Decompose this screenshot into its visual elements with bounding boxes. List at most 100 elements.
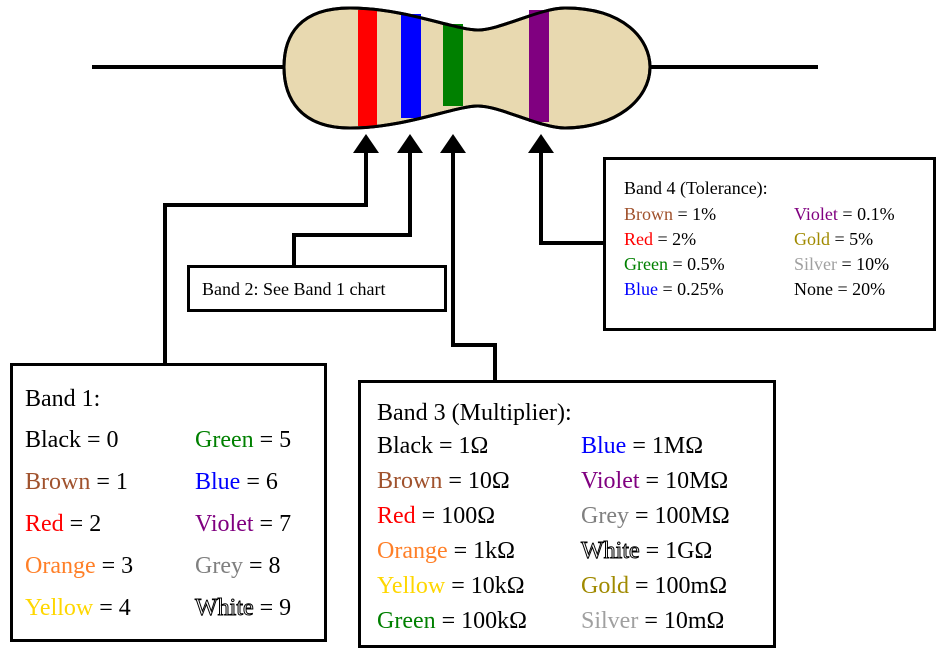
- band4-entry-gold: Gold = 5%: [794, 229, 873, 250]
- band4-title: Band 4 (Tolerance):: [624, 178, 768, 198]
- connector-band4: [539, 150, 603, 245]
- color-name: Yellow: [377, 573, 446, 599]
- color-value: = 20%: [833, 279, 886, 299]
- color-value: = 1: [90, 469, 128, 495]
- band3-entry-violet: Violet = 10MΩ: [581, 468, 728, 495]
- color-value: = 1%: [673, 204, 717, 224]
- band1-entry-yellow: Yellow = 4: [25, 595, 131, 622]
- color-value: = 10Ω: [442, 468, 510, 494]
- color-name: Gold: [794, 229, 830, 249]
- color-name: Violet: [581, 468, 640, 494]
- color-name: White: [581, 538, 641, 565]
- band3-entry-silver: Silver = 10mΩ: [581, 608, 724, 635]
- band4-chart: Band 4 (Tolerance): Brown = 1%Red = 2%Gr…: [603, 157, 936, 331]
- band3-chart: Band 3 (Multiplier): Black = 1Ω Brown = 1…: [358, 380, 776, 648]
- color-name: Blue: [195, 469, 241, 495]
- arrow-band4: [528, 134, 554, 153]
- color-name: Blue: [624, 279, 658, 299]
- band3-title: Band 3 (Multiplier):: [377, 400, 572, 426]
- color-value: = 5: [253, 427, 292, 453]
- color-value: = 10MΩ: [639, 468, 729, 494]
- color-value: = 8: [242, 553, 281, 579]
- color-value: = 10%: [837, 254, 890, 274]
- band1-stripe: [358, 10, 377, 126]
- color-name: None: [794, 279, 833, 299]
- color-value: = 1MΩ: [626, 433, 704, 459]
- color-value: = 4: [93, 595, 131, 621]
- color-value: = 0.1%: [837, 204, 895, 224]
- color-name: Red: [25, 511, 64, 537]
- band3-entry-white: White = 1GΩ: [581, 538, 713, 565]
- band3-entry-yellow: Yellow = 10kΩ: [377, 573, 525, 600]
- arrow-band1: [353, 134, 379, 153]
- band2-stripe: [401, 14, 421, 118]
- color-value: = 1Ω: [432, 433, 489, 459]
- color-name: Green: [195, 427, 254, 453]
- band2-title: Band 2: See Band 1 chart: [202, 279, 386, 299]
- color-name: Yellow: [25, 595, 94, 621]
- color-name: Brown: [377, 468, 443, 494]
- color-name: Brown: [624, 204, 673, 224]
- color-name: Red: [624, 229, 653, 249]
- color-value: = 3: [95, 553, 134, 579]
- arrow-band2: [397, 134, 423, 153]
- color-name: Silver: [794, 254, 837, 274]
- color-value: = 7: [253, 511, 292, 537]
- band3-stripe: [443, 24, 463, 106]
- color-name: Red: [377, 503, 416, 529]
- color-value: = 1GΩ: [639, 538, 713, 564]
- band4-entry-brown: Brown = 1%: [624, 204, 716, 225]
- color-name: Black: [25, 427, 81, 453]
- band3-entry-green: Green = 100kΩ: [377, 608, 527, 635]
- color-name: Orange: [25, 553, 96, 579]
- band1-entry-violet: Violet = 7: [195, 511, 291, 538]
- band4-entry-silver: Silver = 10%: [794, 254, 889, 275]
- color-name: Orange: [377, 538, 448, 564]
- band3-entry-orange: Orange = 1kΩ: [377, 538, 515, 565]
- color-value: = 100Ω: [415, 503, 496, 529]
- band1-entry-white: White = 9: [195, 595, 292, 622]
- resistor-body: [282, 6, 652, 130]
- color-value: = 2%: [653, 229, 697, 249]
- arrow-band3: [440, 134, 466, 153]
- color-value: = 10mΩ: [638, 608, 725, 634]
- band1-entry-red: Red = 2: [25, 511, 101, 538]
- band3-entry-black: Black = 1Ω: [377, 433, 488, 460]
- color-value: = 9: [253, 595, 292, 621]
- band3-entry-blue: Blue = 1MΩ: [581, 433, 703, 460]
- color-name: Grey: [195, 553, 243, 579]
- color-name: Silver: [581, 608, 639, 634]
- band1-title: Band 1:: [25, 386, 101, 412]
- band4-stripe: [529, 10, 549, 122]
- color-name: White: [195, 595, 255, 622]
- band3-entry-gold: Gold = 100mΩ: [581, 573, 727, 600]
- color-name: Black: [377, 433, 433, 459]
- color-value: = 0.5%: [667, 254, 725, 274]
- color-value: = 6: [240, 469, 278, 495]
- band4-entry-violet: Violet = 0.1%: [794, 204, 895, 225]
- band3-entry-red: Red = 100Ω: [377, 503, 495, 530]
- color-name: Green: [377, 608, 436, 634]
- color-value: = 10kΩ: [445, 573, 525, 599]
- band4-entry-none: None = 20%: [794, 279, 885, 300]
- color-name: Violet: [794, 204, 838, 224]
- color-value: = 5%: [830, 229, 874, 249]
- band1-entry-grey: Grey = 8: [195, 553, 281, 580]
- color-name: Blue: [581, 433, 627, 459]
- band1-entry-black: Black = 0: [25, 427, 119, 454]
- color-name: Grey: [581, 503, 629, 529]
- connector-band3: [451, 150, 497, 380]
- color-value: = 1kΩ: [447, 538, 516, 564]
- connector-band1: [163, 150, 368, 363]
- color-value: = 2: [63, 511, 102, 537]
- color-value: = 0.25%: [658, 279, 724, 299]
- band4-entry-red: Red = 2%: [624, 229, 696, 250]
- band3-entry-brown: Brown = 10Ω: [377, 468, 510, 495]
- color-value: = 100MΩ: [628, 503, 730, 529]
- band1-entry-blue: Blue = 6: [195, 469, 278, 496]
- color-name: Gold: [581, 573, 629, 599]
- band3-entry-grey: Grey = 100MΩ: [581, 503, 730, 530]
- band2-chart: Band 2: See Band 1 chart: [187, 265, 447, 312]
